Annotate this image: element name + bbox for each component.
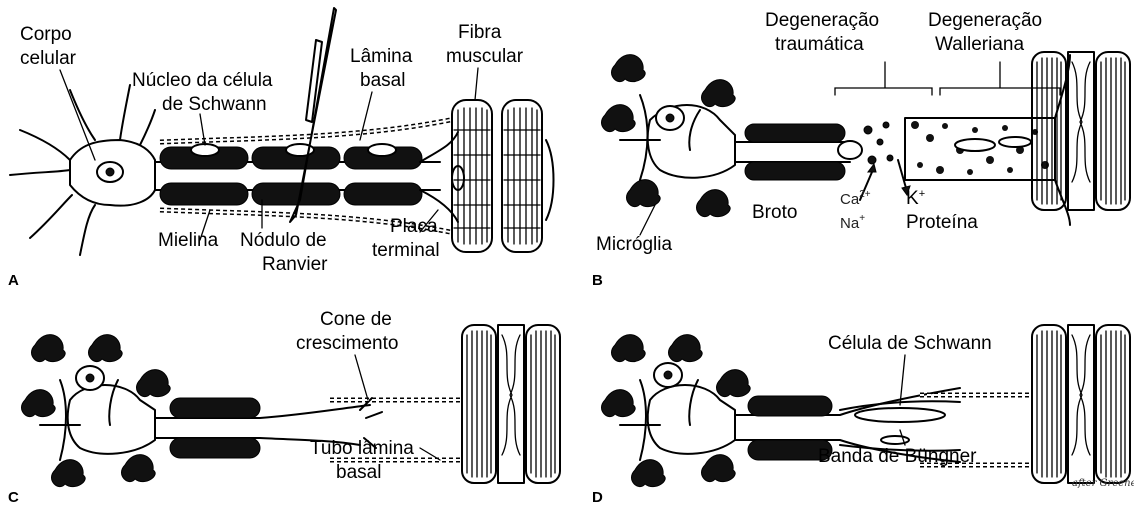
ion-k-sup: + bbox=[919, 188, 925, 200]
ion-k: K bbox=[906, 188, 919, 209]
label-microglia: Micróglia bbox=[596, 234, 672, 255]
label-deg-w-2: Walleriana bbox=[935, 34, 1024, 55]
label-banda: Banda de Büngner bbox=[818, 446, 977, 467]
label-fibra-1: Fibra bbox=[458, 22, 502, 43]
ion-na-sup: + bbox=[859, 213, 865, 224]
label-nucleo-2: de Schwann bbox=[162, 94, 267, 115]
debris bbox=[864, 122, 893, 164]
label-fibra-2: muscular bbox=[446, 46, 524, 67]
panel-letter-a: A bbox=[8, 272, 19, 289]
label-nodulo-1: Nódulo de bbox=[240, 230, 327, 251]
label-celula-schwann: Célula de Schwann bbox=[828, 333, 992, 354]
label-corpo-1: Corpo bbox=[20, 24, 72, 45]
label-na: Na+ bbox=[840, 213, 865, 232]
label-cone-2: crescimento bbox=[296, 333, 398, 354]
label-mielina: Mielina bbox=[158, 230, 219, 251]
panel-letter-d: D bbox=[592, 489, 603, 506]
label-tubo-2: basal bbox=[336, 462, 381, 483]
label-ca: Ca2+ bbox=[840, 189, 871, 208]
ion-ca: Ca bbox=[840, 191, 860, 208]
panel-letter-b: B bbox=[592, 272, 603, 289]
label-proteina: Proteína bbox=[906, 212, 978, 233]
label-nucleo-1: Núcleo da célula bbox=[132, 70, 273, 91]
signature: after Greene bbox=[1072, 478, 1134, 489]
ion-na: Na bbox=[840, 215, 860, 232]
label-k: K+ bbox=[906, 188, 925, 209]
label-cone-1: Cone de bbox=[320, 309, 392, 330]
label-deg-w-1: Degeneração bbox=[928, 10, 1042, 31]
label-deg-t-1: Degeneração bbox=[765, 10, 879, 31]
label-lamina-2: basal bbox=[360, 70, 405, 91]
label-lamina-1: Lâmina bbox=[350, 46, 413, 67]
label-tubo-1: Tubo lâmina bbox=[310, 438, 414, 459]
label-placa-2: terminal bbox=[372, 240, 440, 261]
ion-ca-sup: 2+ bbox=[859, 189, 871, 200]
panel-letter-c: C bbox=[8, 489, 19, 506]
label-broto: Broto bbox=[752, 202, 797, 223]
label-deg-t-2: traumática bbox=[775, 34, 864, 55]
panel-c bbox=[22, 325, 561, 487]
label-corpo-2: celular bbox=[20, 48, 77, 69]
label-nodulo-2: Ranvier bbox=[262, 254, 328, 275]
